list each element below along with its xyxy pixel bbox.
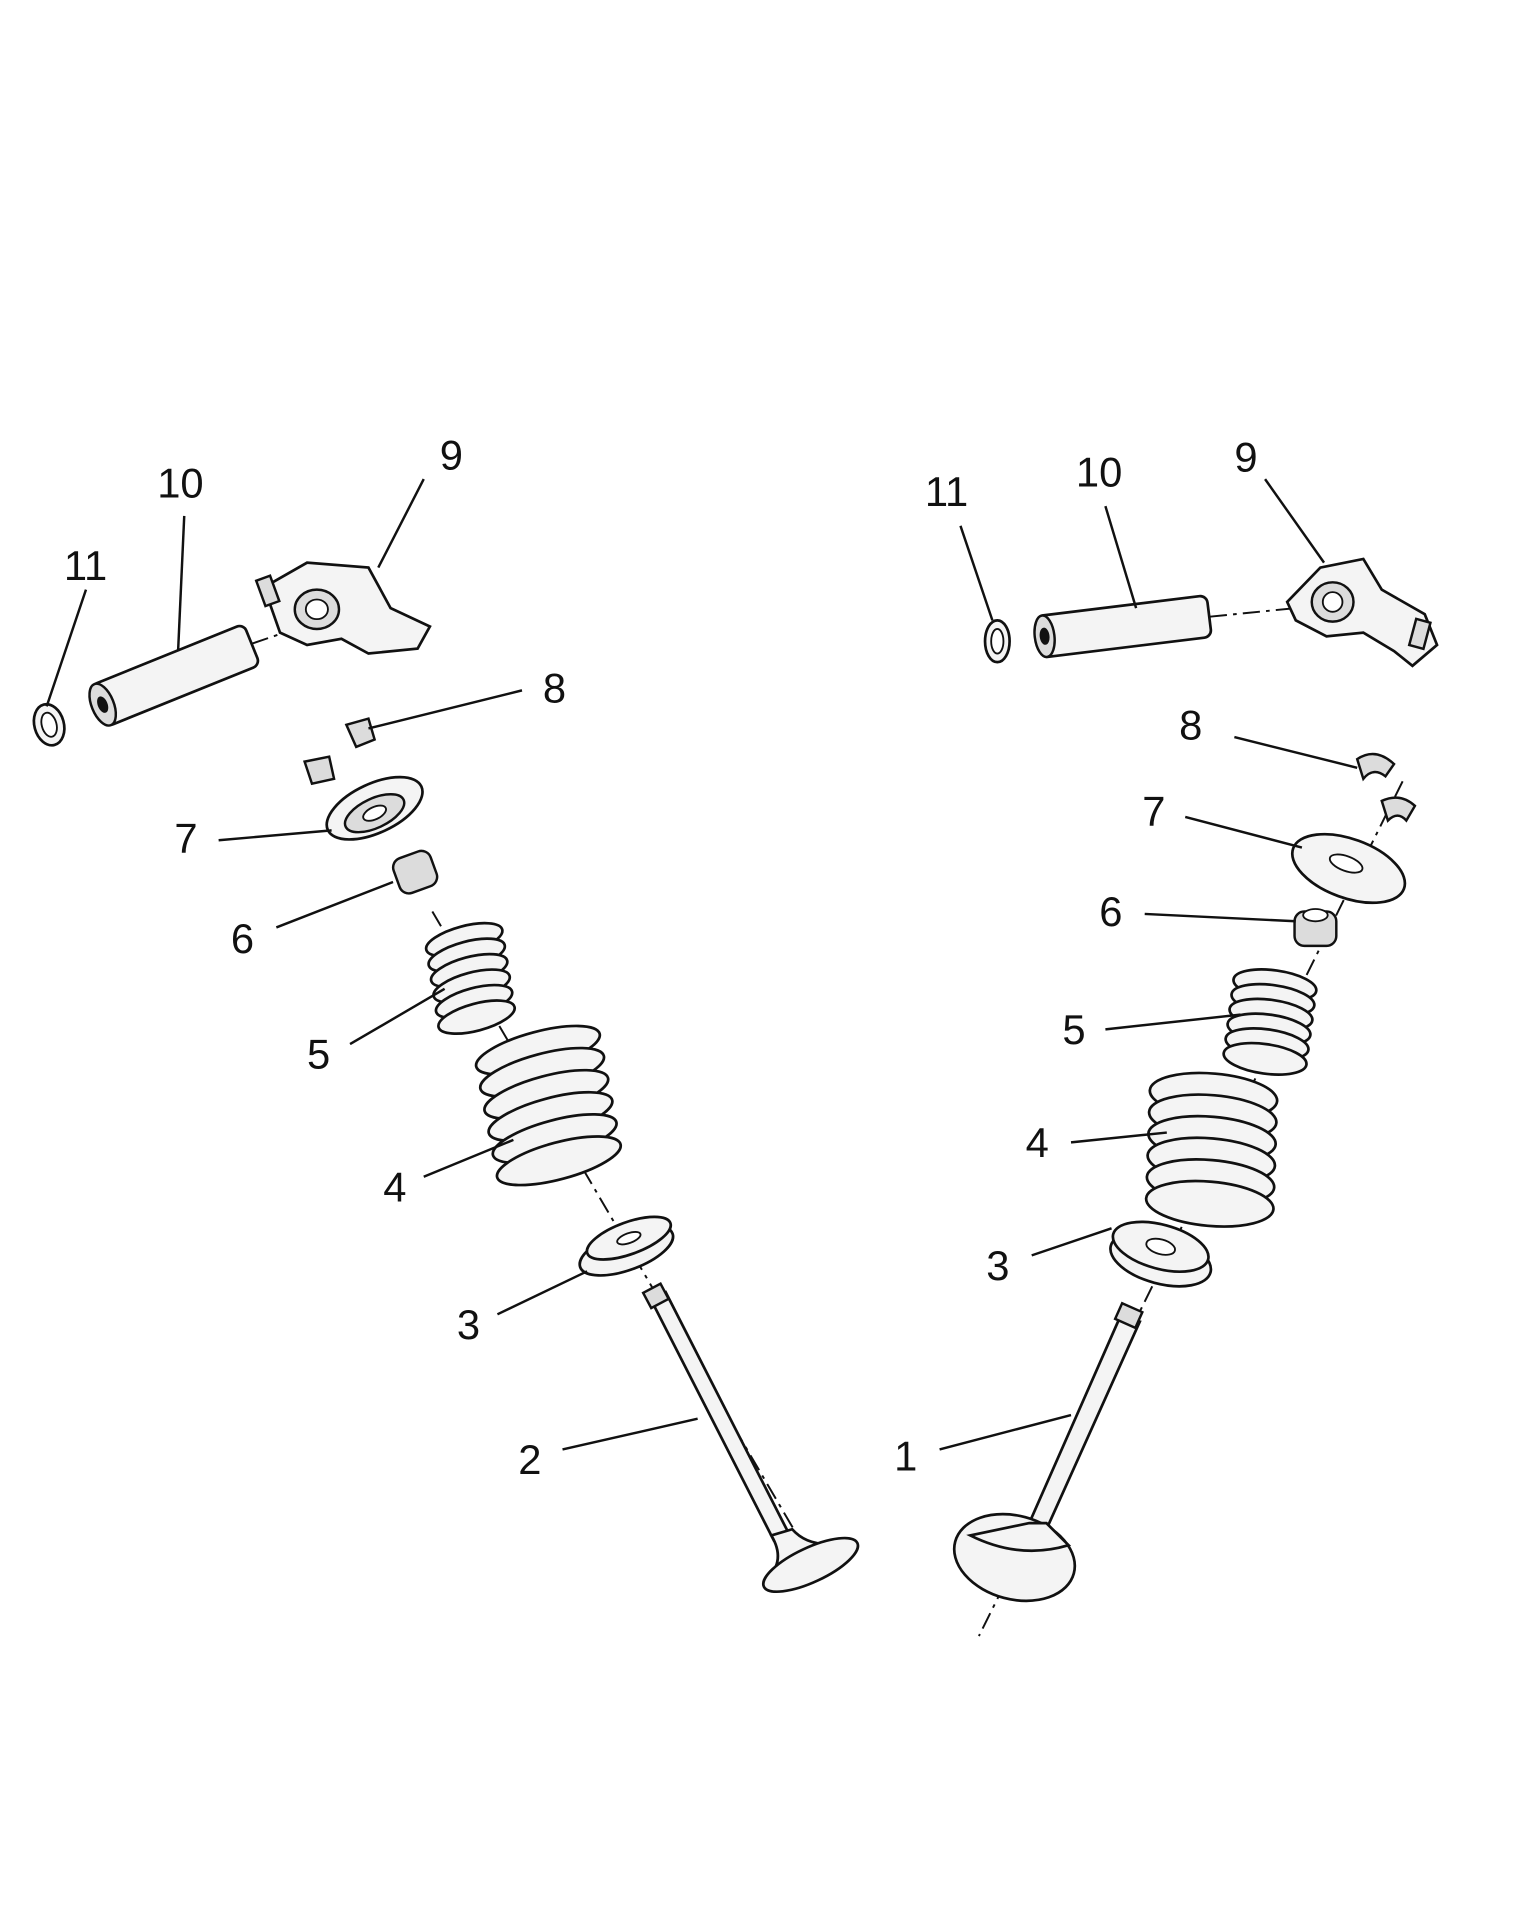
left-outer-spring-4 — [474, 1024, 623, 1187]
callout-right-7: 7 — [1142, 787, 1165, 834]
leader-lines — [45, 478, 1358, 1451]
spring-coil — [1222, 1041, 1308, 1076]
right-inner-spring-5 — [1222, 968, 1318, 1076]
callout-right-4: 4 — [1026, 1119, 1049, 1166]
left-washer-11 — [32, 702, 66, 747]
right-valve-keepers-8 — [1355, 752, 1417, 823]
left-valve-seal-6 — [391, 849, 439, 895]
right-pin-axis — [1209, 607, 1296, 618]
callout-left-7: 7 — [174, 815, 197, 862]
right-rocker-arm-9 — [1285, 557, 1439, 668]
callout-right-10: 10 — [1076, 448, 1122, 495]
callout-right-5: 5 — [1062, 1006, 1085, 1053]
right-spring-seat-3 — [1109, 1220, 1213, 1288]
callout-left-9: 9 — [440, 431, 463, 478]
callout-right-6: 6 — [1099, 888, 1122, 935]
right-rocker-shaft-10 — [1033, 594, 1213, 659]
callout-right-3: 3 — [986, 1242, 1009, 1289]
callout-left-8: 8 — [543, 665, 566, 712]
right-spring-retainer-7 — [1290, 832, 1407, 905]
callout-left-5: 5 — [307, 1031, 330, 1078]
left-spring-seat-3 — [578, 1215, 675, 1277]
right-callouts: 11 10 9 8 7 6 5 4 3 1 — [894, 434, 1257, 1480]
callout-left-6: 6 — [231, 915, 254, 962]
callout-right-11: 11 — [925, 468, 968, 515]
spring-coil — [1144, 1179, 1275, 1228]
callout-right-8: 8 — [1179, 702, 1202, 749]
left-valve-keepers-8 — [302, 717, 377, 786]
left-assembly — [32, 561, 860, 1594]
left-inner-spring-5 — [424, 921, 517, 1035]
left-valve-2 — [641, 1282, 860, 1594]
spring-coil — [495, 1135, 623, 1187]
right-outer-spring-4 — [1144, 1071, 1279, 1228]
callout-right-9: 9 — [1234, 434, 1257, 481]
callout-left-2: 2 — [518, 1436, 541, 1483]
callout-right-1: 1 — [894, 1432, 917, 1479]
left-spring-retainer-7 — [325, 775, 424, 841]
left-rocker-shaft-10 — [88, 624, 260, 727]
callout-left-3: 3 — [457, 1301, 480, 1348]
callout-left-11: 11 — [64, 542, 107, 589]
right-assembly — [952, 557, 1439, 1603]
left-callouts: 11 10 9 8 7 6 5 4 3 2 — [64, 431, 566, 1483]
right-washer-11 — [983, 619, 1011, 664]
callout-left-10: 10 — [157, 460, 203, 507]
left-rocker-arm-9 — [254, 561, 432, 655]
spring-coil — [437, 999, 517, 1035]
callout-left-4: 4 — [383, 1163, 406, 1210]
right-valve-seal-6 — [1293, 908, 1338, 948]
right-valve-1 — [952, 1301, 1144, 1603]
